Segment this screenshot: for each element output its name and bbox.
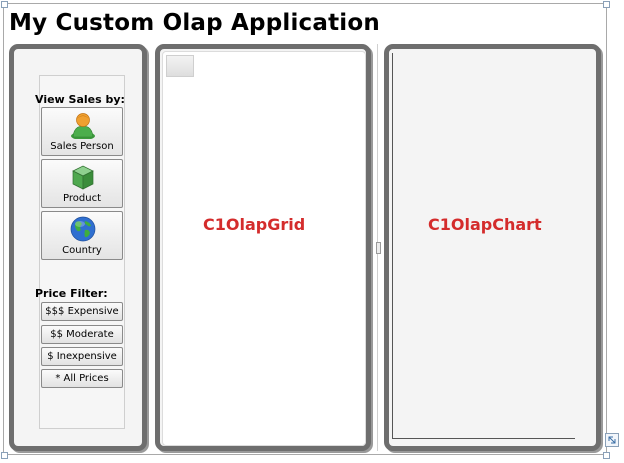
chart-x-axis <box>392 438 575 439</box>
moderate-filter-button[interactable]: $$ Moderate <box>41 325 123 344</box>
inexpensive-filter-button[interactable]: $ Inexpensive <box>41 347 123 366</box>
resize-handle-bottom-left[interactable] <box>1 452 8 459</box>
product-cube-icon <box>72 165 94 190</box>
all-prices-filter-button[interactable]: * All Prices <box>41 369 123 388</box>
country-button[interactable]: Country <box>41 211 123 260</box>
sales-person-icon <box>71 113 95 139</box>
olap-grid[interactable]: C1OlapGrid <box>162 51 366 446</box>
sales-person-button[interactable]: Sales Person <box>41 107 123 156</box>
olap-chart-label: C1OlapChart <box>428 215 542 234</box>
resize-handle-bottom-right[interactable] <box>603 452 610 459</box>
filter-panel: View Sales by: Sales Person Product Coun… <box>9 44 147 451</box>
app-title: My Custom Olap Application <box>9 10 380 36</box>
product-label: Product <box>63 193 101 204</box>
chart-y-axis <box>392 53 393 438</box>
resize-grip-icon[interactable] <box>605 433 619 447</box>
expensive-filter-button[interactable]: $$$ Expensive <box>41 302 123 321</box>
country-label: Country <box>62 245 102 256</box>
olap-grid-panel: C1OlapGrid <box>155 44 371 451</box>
product-button[interactable]: Product <box>41 159 123 208</box>
olap-grid-label: C1OlapGrid <box>203 215 306 234</box>
resize-handle-top-right[interactable] <box>603 1 610 8</box>
price-filter-label: Price Filter: <box>35 287 108 300</box>
panel-splitter[interactable] <box>374 44 382 451</box>
resize-handle-top-left[interactable] <box>1 1 8 8</box>
olap-chart-panel: C1OlapChart <box>384 44 601 451</box>
globe-icon <box>70 216 96 242</box>
splitter-grip[interactable] <box>376 242 381 254</box>
view-sales-label: View Sales by: <box>35 93 125 106</box>
sales-person-label: Sales Person <box>50 141 114 152</box>
grid-corner-cell[interactable] <box>166 55 194 77</box>
